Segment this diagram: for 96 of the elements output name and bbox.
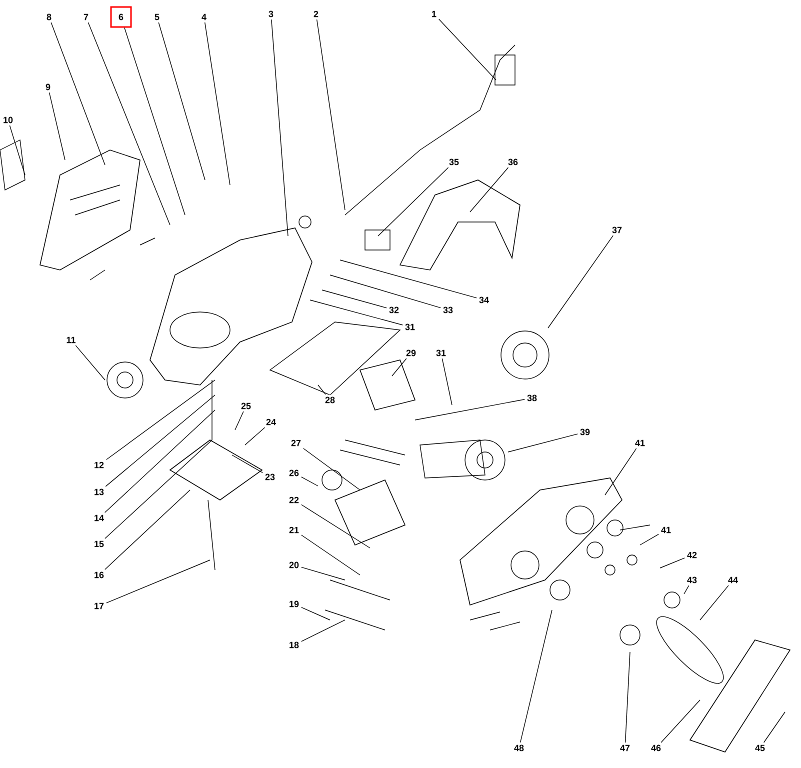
- leader-line: [660, 558, 685, 568]
- callout-number: 8: [44, 12, 54, 22]
- leader-line: [301, 620, 346, 642]
- leader-line: [548, 235, 614, 328]
- callout-number: 4: [200, 12, 208, 22]
- leader-line: [303, 448, 360, 490]
- leader-line: [763, 712, 786, 743]
- leader-line: [340, 260, 477, 298]
- leader-line: [438, 18, 496, 80]
- leader-line: [301, 606, 330, 620]
- leader-line: [124, 27, 186, 216]
- callout-number: 21: [287, 524, 301, 536]
- callout-number: 34: [477, 294, 491, 306]
- leader-line: [378, 167, 449, 236]
- callout-number: 35: [447, 156, 461, 168]
- leader-line: [392, 358, 407, 376]
- leader-line: [310, 300, 403, 326]
- leader-line: [301, 566, 346, 580]
- leader-line: [330, 274, 441, 308]
- callout-number: 17: [92, 600, 106, 612]
- leader-line: [660, 700, 700, 743]
- callout-number: 1: [430, 8, 438, 20]
- callout-number: 48: [512, 742, 526, 754]
- leader-line: [106, 560, 210, 604]
- callout-number: 37: [610, 224, 624, 236]
- callout-number: 14: [92, 512, 106, 524]
- callout-number: 7: [82, 12, 90, 22]
- callout-number: 25: [239, 400, 253, 412]
- leader-line: [105, 394, 216, 487]
- callout-number: 27: [289, 438, 303, 448]
- leader-line: [301, 504, 370, 548]
- callout-number: 31: [434, 348, 448, 358]
- callout-number: 11: [64, 334, 78, 346]
- callout-number: 41: [659, 524, 673, 536]
- callout-number: 26: [287, 468, 301, 478]
- callout-number: 31: [403, 322, 417, 332]
- callout-number: 47: [618, 742, 632, 754]
- leader-line: [104, 410, 216, 513]
- callout-number: 32: [387, 304, 401, 316]
- callout-number: 5: [152, 12, 162, 22]
- callout-number: 20: [287, 560, 301, 570]
- callout-number: 16: [92, 570, 106, 580]
- callout-number: 13: [92, 486, 106, 498]
- leader-line: [508, 434, 578, 452]
- leader-line: [104, 490, 190, 570]
- callout-number: 12: [92, 460, 106, 470]
- callout-number: 23: [263, 472, 277, 482]
- callout-number: 18: [287, 640, 301, 650]
- leader-line: [301, 534, 360, 576]
- leader-line: [520, 610, 552, 743]
- callout-number: 15: [92, 538, 106, 550]
- leader-line: [684, 585, 690, 594]
- callout-number: 45: [753, 742, 767, 754]
- leader-line: [48, 92, 66, 160]
- callout-number: 29: [404, 348, 418, 358]
- leader-line: [414, 399, 525, 420]
- callout-number: 38: [525, 392, 539, 404]
- leader-line: [232, 454, 263, 474]
- leader-line: [640, 534, 659, 546]
- leader-line: [700, 585, 729, 620]
- callout-number: 36: [506, 156, 520, 168]
- callout-number: 46: [649, 742, 663, 754]
- leader-line: [244, 427, 266, 446]
- callout-number: 24: [264, 416, 278, 428]
- callout-number: 2: [312, 8, 320, 20]
- leader-line: [75, 345, 106, 380]
- callout-number: 44: [726, 574, 740, 586]
- callout-number: 41: [633, 438, 647, 448]
- leader-line: [104, 440, 212, 539]
- leader-line: [106, 380, 216, 460]
- leader-line: [88, 22, 170, 226]
- callout-number: 33: [441, 304, 455, 316]
- leader-line: [50, 22, 106, 166]
- leader-line: [322, 290, 387, 308]
- leader-line: [624, 652, 630, 743]
- leader-line: [271, 19, 288, 236]
- leader-line: [442, 358, 452, 406]
- leader-line: [301, 476, 318, 486]
- leader-line: [204, 22, 230, 186]
- callout-number: 9: [44, 82, 52, 92]
- leader-line: [234, 411, 244, 430]
- callout-number: 43: [685, 574, 699, 586]
- leader-line: [316, 19, 346, 210]
- callout-number: 42: [685, 550, 699, 560]
- leader-line: [470, 167, 509, 212]
- callout-number: 28: [323, 394, 337, 406]
- callout-number: 19: [287, 598, 301, 610]
- callout-number: 3: [266, 8, 276, 20]
- leader-line: [318, 384, 326, 395]
- callout-number: 22: [287, 494, 301, 506]
- leader-line: [604, 448, 637, 496]
- leader-line: [9, 125, 26, 176]
- callout-number: 10: [1, 114, 15, 126]
- callout-number: 39: [578, 426, 592, 438]
- highlighted-callout-number: 6: [110, 6, 132, 28]
- leader-line: [158, 22, 206, 180]
